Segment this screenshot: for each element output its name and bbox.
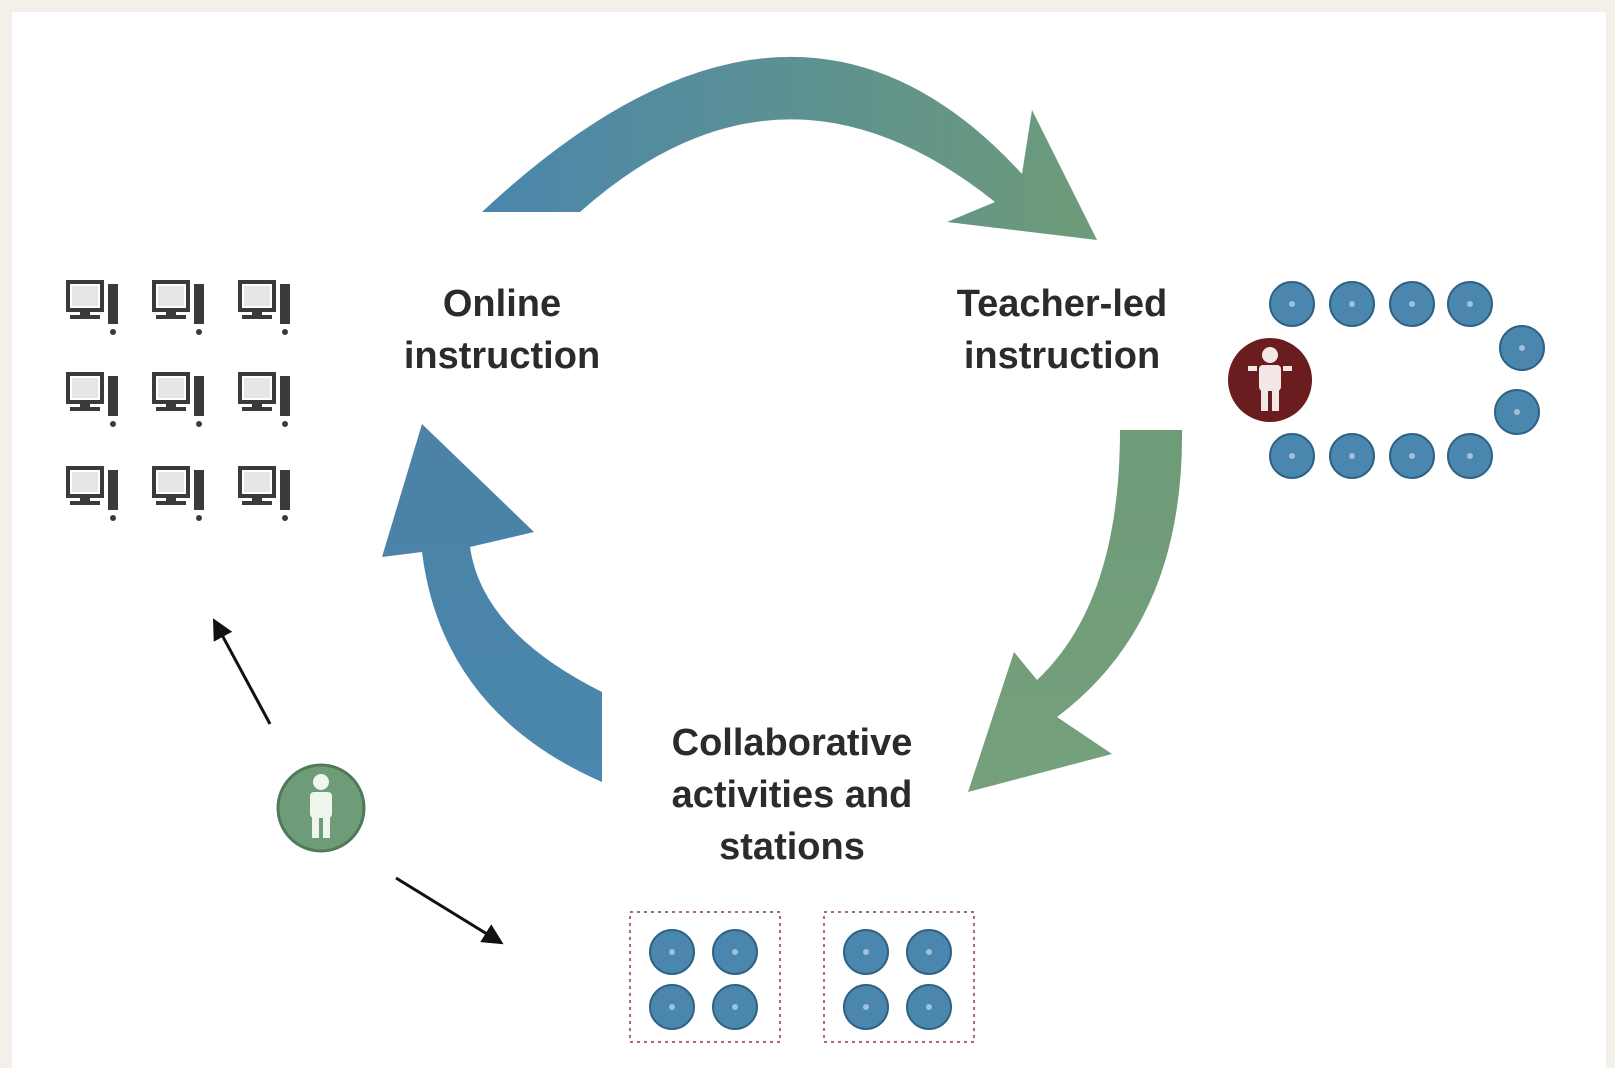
student-group-icon [1269, 281, 1545, 479]
computer-station-icon [66, 280, 290, 521]
computer-icon [152, 372, 204, 427]
student-seat-icon [1269, 433, 1315, 479]
group-table-icon [823, 911, 975, 1043]
rotation-diagram: Online instruction Teacher-led instructi… [12, 12, 1606, 1068]
teacher-person-icon [1228, 338, 1312, 422]
collab-label-line3: stations [719, 826, 865, 868]
move-arrow-to-collab [395, 876, 504, 945]
student-seat-icon [1447, 433, 1493, 479]
diagram-canvas [66, 56, 1545, 1043]
student-seat-icon [1389, 281, 1435, 327]
teacher-label-line2: instruction [963, 335, 1161, 377]
collab-label-line1: Collaborative [671, 722, 913, 764]
online-instruction-label: Online instruction [392, 278, 612, 382]
cycle-arrow-online-to-teacher [482, 56, 1097, 240]
cycle-arrow-collab-to-online [382, 424, 602, 782]
group-table-icon [629, 911, 781, 1043]
online-label-line1: Online [442, 283, 562, 325]
student-seat-icon [1329, 433, 1375, 479]
computer-icon [238, 372, 290, 427]
computer-icon [66, 280, 118, 335]
student-seat-icon [1499, 325, 1545, 371]
move-arrow-to-online [213, 618, 272, 725]
computer-icon [66, 466, 118, 521]
computer-icon [66, 372, 118, 427]
teacher-led-instruction-label: Teacher-led instruction [932, 278, 1192, 382]
student-seat-icon [1447, 281, 1493, 327]
student-seat-icon [1269, 281, 1315, 327]
collaborative-stations-label: Collaborative activities and stations [642, 717, 942, 873]
online-label-line2: instruction [403, 335, 601, 377]
computer-icon [152, 466, 204, 521]
student-person-icon [276, 763, 366, 853]
teacher-label-line1: Teacher-led [956, 283, 1168, 325]
student-seat-icon [1329, 281, 1375, 327]
collab-label-line2: activities and [671, 774, 913, 816]
computer-icon [238, 280, 290, 335]
student-seat-icon [1389, 433, 1435, 479]
computer-icon [152, 280, 204, 335]
cycle-arrow-teacher-to-collab [968, 430, 1183, 792]
student-seat-icon [1494, 389, 1540, 435]
computer-icon [238, 466, 290, 521]
student-group-icon [629, 911, 975, 1043]
